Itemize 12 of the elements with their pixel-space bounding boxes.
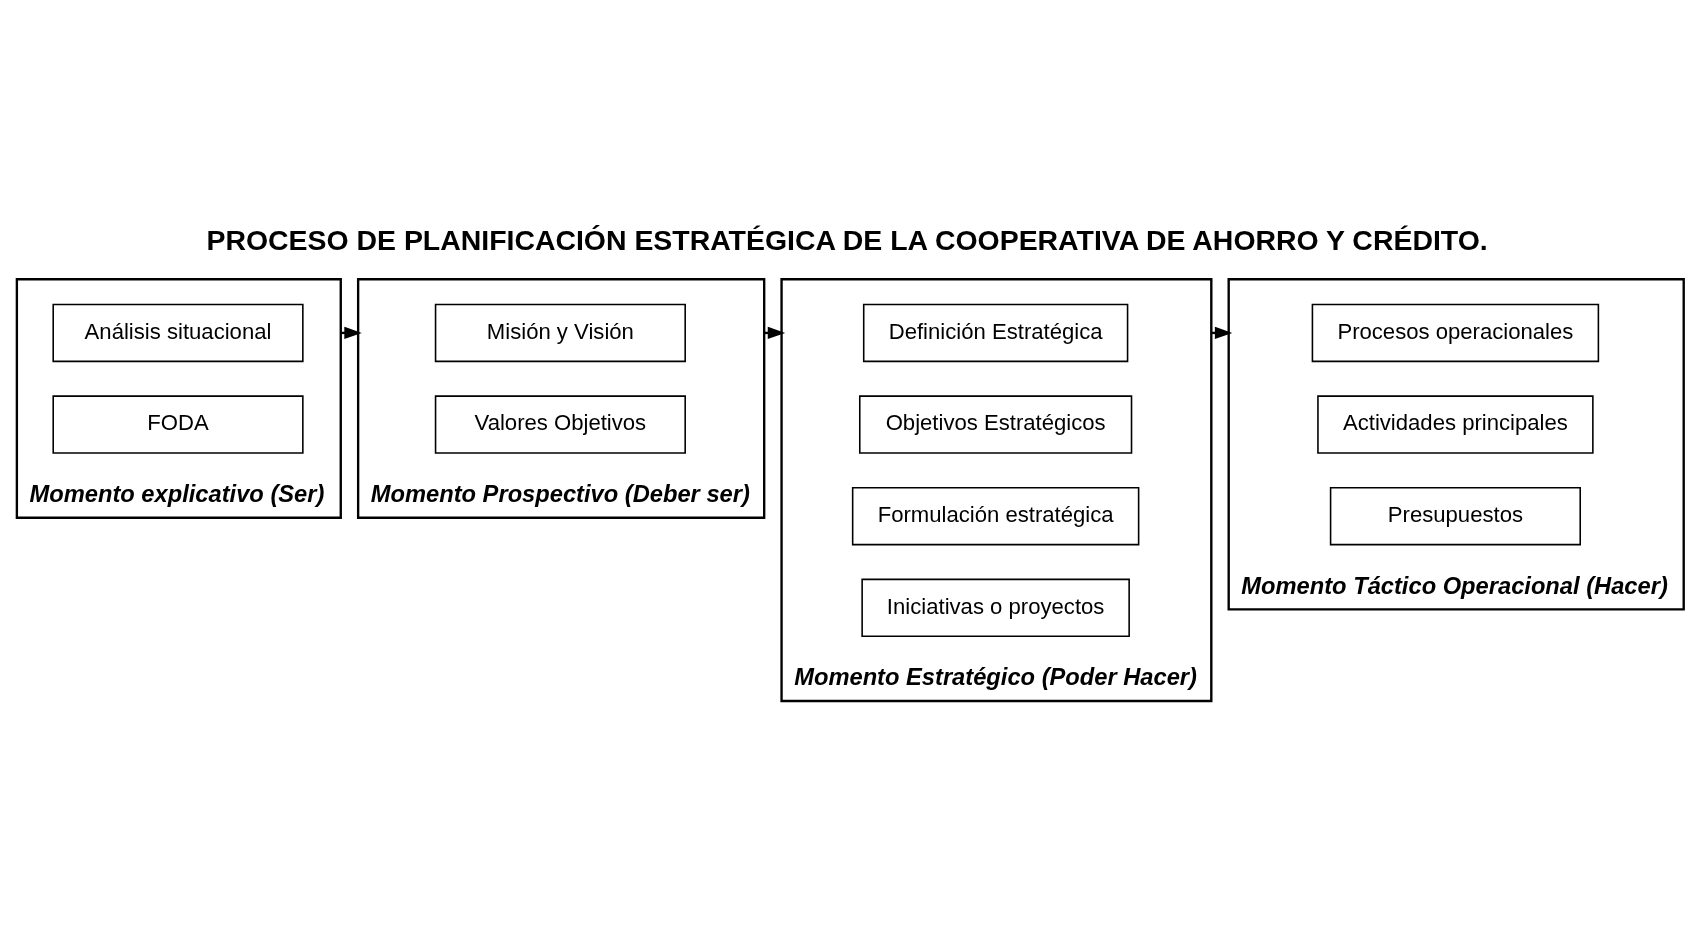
node-box: Formulación estratégica bbox=[851, 486, 1140, 545]
node-box: Objetivos Estratégicos bbox=[859, 394, 1133, 454]
node-box: Actividades principales bbox=[1317, 394, 1594, 454]
node-box: Iniciativas o proyectos bbox=[861, 578, 1130, 637]
node-box: Presupuestos bbox=[1329, 486, 1581, 545]
node-box: Procesos operacionales bbox=[1311, 303, 1600, 362]
node-box: FODA bbox=[52, 394, 304, 454]
node-box: Valores Objetivos bbox=[434, 394, 686, 454]
node-box: Misión y Visión bbox=[434, 303, 686, 362]
node-box: Definición Estratégica bbox=[862, 303, 1129, 362]
node-box: Análisis situacional bbox=[52, 303, 304, 362]
diagram-title: PROCESO DE PLANIFICACIÓN ESTRATÉGICA DE LA COOPERATIVA DE AHORRO Y CRÉDITO. bbox=[206, 223, 1488, 256]
